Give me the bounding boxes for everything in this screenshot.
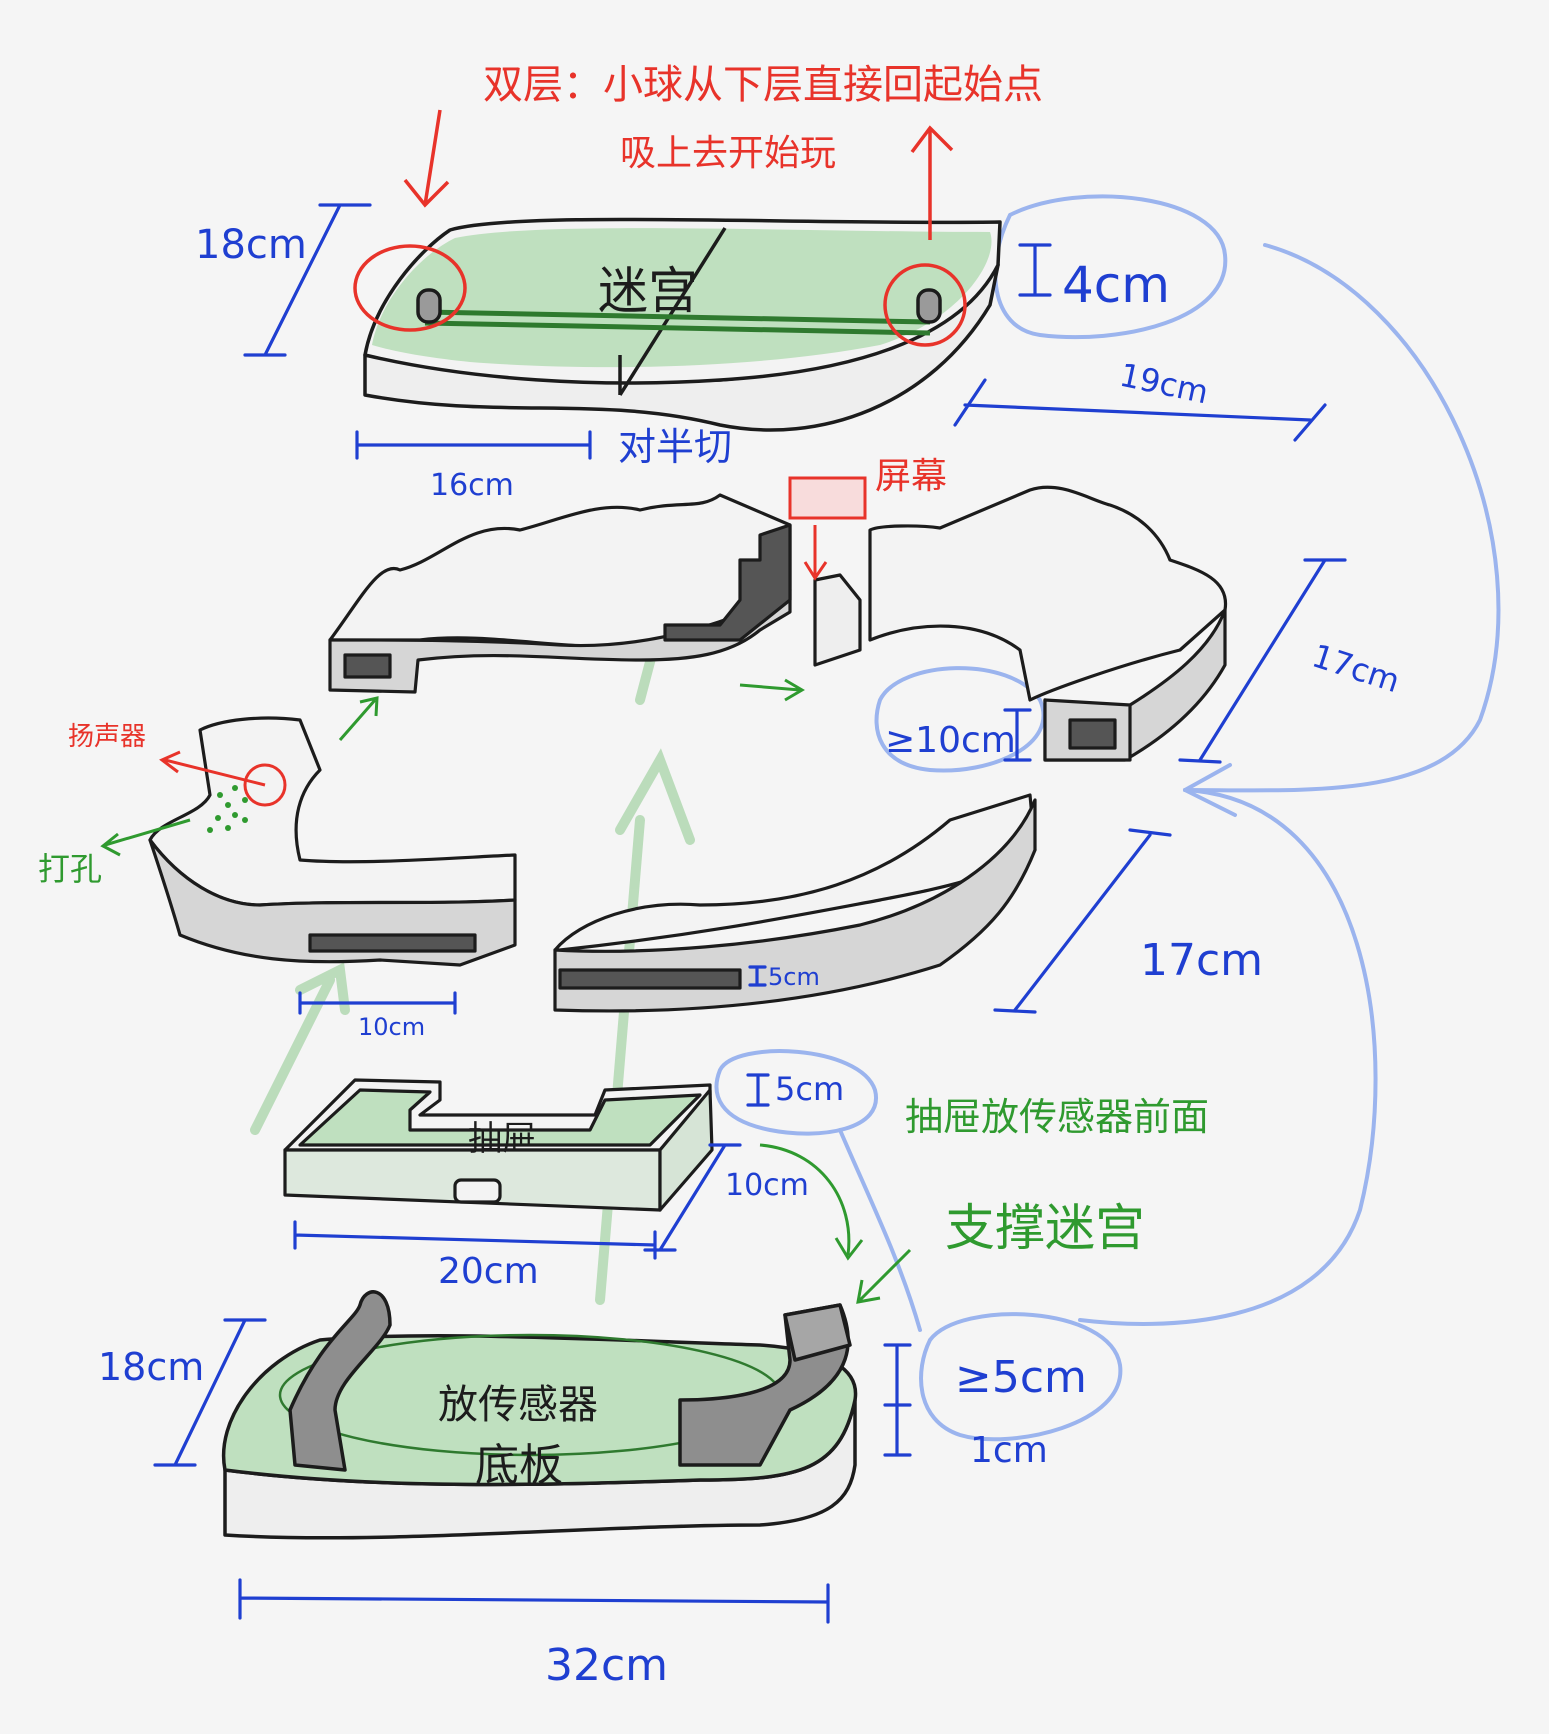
maze-hole-left	[416, 288, 442, 324]
lower-left-slot	[308, 933, 477, 953]
big-loop-lower	[1078, 788, 1378, 1326]
flow-arrow-center-head	[615, 748, 695, 845]
upper-connect-arrow	[739, 678, 805, 702]
note-screen: 屏幕	[875, 456, 947, 497]
support-right-top	[783, 1303, 852, 1362]
dim-text-drawer-height: 5cm	[775, 1070, 844, 1108]
dim-text-maze-depth: 18cm	[195, 222, 307, 268]
support-arrow-1	[759, 1143, 864, 1261]
dim-text-maze-width-right: 19cm	[1116, 356, 1211, 412]
speaker-circle	[243, 763, 287, 807]
drawer-side	[658, 1088, 714, 1212]
label-maze: 迷宫	[598, 262, 698, 320]
loop-drawer-5cm	[714, 1049, 879, 1136]
dim-text-maze-height: 4cm	[1062, 256, 1170, 314]
upper-right-top	[868, 485, 1228, 702]
maze-cut-line	[618, 227, 727, 396]
maze-hole-right	[916, 288, 942, 324]
upper-left-slot	[343, 653, 392, 679]
drawer-handle	[453, 1178, 502, 1204]
dim-upper-depth	[1178, 558, 1347, 764]
note-drawer-sensor: 抽屉放传感器前面	[905, 1095, 1209, 1139]
dim-base-depth	[153, 1318, 267, 1467]
dim-text-drawer-width: 20cm	[438, 1251, 539, 1292]
dim-text-slot-width: 10cm	[358, 1013, 425, 1041]
flow-arrow-center	[595, 815, 645, 1305]
dim-text-gap-upper: ≥10cm	[885, 720, 1016, 761]
dim-text-base-depth: 18cm	[98, 1345, 204, 1389]
label-base-line2: 底板	[475, 1440, 563, 1491]
dim-gap-upper	[1003, 708, 1032, 762]
loop-10cm	[874, 666, 1046, 773]
big-loop-right	[1183, 243, 1501, 793]
dim-drawer-height	[746, 1073, 770, 1107]
dim-text-upper-depth: 17cm	[1308, 636, 1405, 700]
drill-arrow	[100, 818, 191, 857]
dim-text-maze-width-left: 16cm	[430, 468, 514, 503]
dim-maze-height	[1018, 243, 1052, 297]
red-circle-right	[883, 263, 967, 347]
upper-right-slot	[1068, 718, 1117, 750]
note-speaker: 扬声器	[68, 722, 146, 752]
support-arrow-2	[856, 1248, 912, 1304]
label-base-line1: 放传感器	[438, 1382, 598, 1428]
note-top-line2: 吸上去开始玩	[620, 133, 836, 174]
maze-track	[424, 309, 931, 336]
red-circle-left	[353, 244, 467, 332]
maze-hole-markers	[353, 109, 967, 347]
lower-right-front	[553, 798, 1037, 1013]
maze-board	[363, 217, 1002, 432]
loop-5cm	[919, 1312, 1123, 1442]
dim-maze-depth	[243, 203, 372, 357]
lower-left-top	[148, 716, 517, 907]
upper-right-notch	[813, 573, 862, 667]
note-support-maze: 支撑迷宫	[945, 1199, 1145, 1257]
red-arrow-down	[403, 109, 450, 208]
line-drawer-to-5cm	[838, 1128, 922, 1332]
dim-drawer-depth	[643, 1143, 742, 1252]
red-arrow-up	[910, 125, 954, 240]
screen-arrow	[803, 525, 828, 581]
base-plate	[221, 1290, 858, 1540]
dim-slot-height	[748, 965, 767, 987]
upper-layer	[328, 485, 1228, 762]
note-drill-hole: 打孔	[38, 850, 102, 888]
dim-text-lower-depth: 17cm	[1140, 935, 1263, 986]
dim-support-height	[883, 1343, 912, 1407]
drawer-inner	[298, 1088, 702, 1147]
dim-text-slot-height: 5cm	[768, 963, 820, 991]
dim-maze-width-left	[355, 430, 592, 460]
dim-maze-width-right	[953, 378, 1327, 442]
lower-layer	[148, 716, 1037, 1013]
upper-left-arrow	[338, 696, 379, 741]
speaker-arrow	[159, 750, 266, 787]
dim-slot-width	[298, 991, 457, 1015]
flow-arrow-left	[250, 975, 335, 1135]
dim-drawer-width	[293, 1220, 657, 1260]
support-left	[288, 1290, 392, 1472]
dimension-lines	[153, 203, 1347, 1624]
dim-base-width	[238, 1578, 830, 1624]
dim-text-base-width: 32cm	[545, 1640, 668, 1691]
lower-right-slot	[558, 968, 742, 990]
text-labels: 双层：小球从下层直接回起始点 吸上去开始玩 屏幕 扬声器 打孔 抽屉放传感器前面…	[38, 62, 1404, 1691]
dim-text-support-height: ≥5cm	[955, 1352, 1087, 1403]
dim-base-thickness	[883, 1403, 912, 1457]
flow-arrow-left-head	[295, 962, 350, 1015]
drawer-box	[283, 1078, 714, 1212]
loop-4cm	[993, 194, 1228, 340]
note-cut-half: 对半切	[618, 425, 732, 469]
dim-lower-depth	[993, 828, 1172, 1014]
upper-left-notch	[663, 523, 792, 642]
screen-box	[788, 476, 867, 520]
speaker-holes	[207, 785, 248, 833]
dim-text-drawer-depth: 10cm	[725, 1168, 809, 1203]
label-drawer: 抽屉	[468, 1119, 536, 1159]
return-path-loops	[714, 194, 1501, 1442]
dim-text-base-thickness: 1cm	[970, 1430, 1048, 1471]
note-top-line1: 双层：小球从下层直接回起始点	[483, 62, 1043, 108]
arrow-into-body	[1183, 763, 1237, 817]
